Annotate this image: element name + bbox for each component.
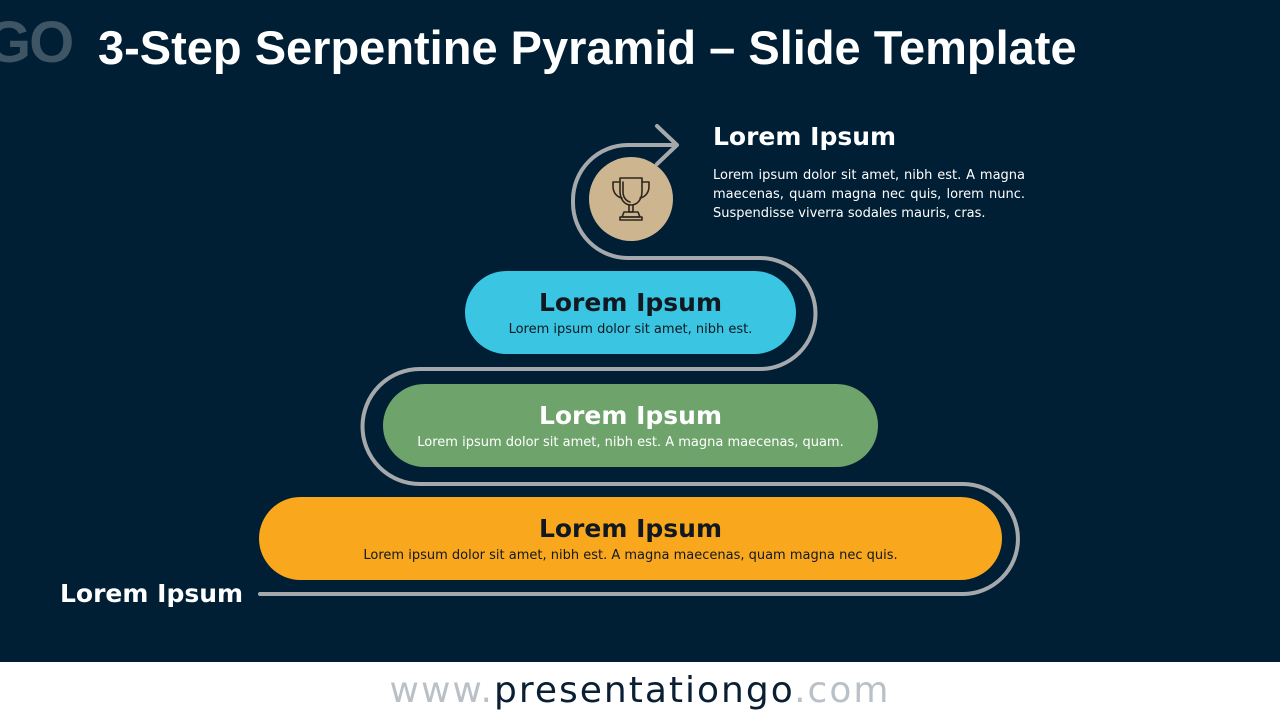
start-label: Lorem Ipsum — [60, 579, 244, 608]
trophy-badge — [589, 157, 673, 241]
footer-url[interactable]: www.presentationgo.com — [390, 669, 891, 713]
footer-bar: www.presentationgo.com — [0, 662, 1280, 720]
footer-url-prefix: www. — [389, 670, 494, 711]
step-1-description: Lorem ipsum dolor sit amet, nibh est. A … — [363, 548, 898, 563]
step-1-title: Lorem Ipsum — [538, 514, 723, 543]
step-3-pill: Lorem Ipsum Lorem ipsum dolor sit amet, … — [465, 271, 796, 354]
top-step-description: Lorem ipsum dolor sit amet, nibh est. A … — [713, 168, 1025, 221]
brand-logo-fragment: GO — [0, 10, 74, 75]
footer-url-suffix: .com — [794, 670, 891, 711]
trophy-icon — [612, 177, 650, 221]
step-1-pill: Lorem Ipsum Lorem ipsum dolor sit amet, … — [259, 497, 1002, 580]
top-step-title: Lorem Ipsum — [713, 122, 897, 151]
step-2-description: Lorem ipsum dolor sit amet, nibh est. A … — [417, 435, 844, 450]
step-3-title: Lorem Ipsum — [538, 288, 723, 317]
page-title: 3-Step Serpentine Pyramid – Slide Templa… — [98, 21, 1077, 74]
step-2-title: Lorem Ipsum — [538, 401, 723, 430]
step-3-description: Lorem ipsum dolor sit amet, nibh est. — [508, 322, 753, 337]
arrow-head-icon — [655, 124, 679, 166]
footer-url-brand: presentationgo — [494, 670, 795, 711]
step-2-pill: Lorem Ipsum Lorem ipsum dolor sit amet, … — [383, 384, 878, 467]
